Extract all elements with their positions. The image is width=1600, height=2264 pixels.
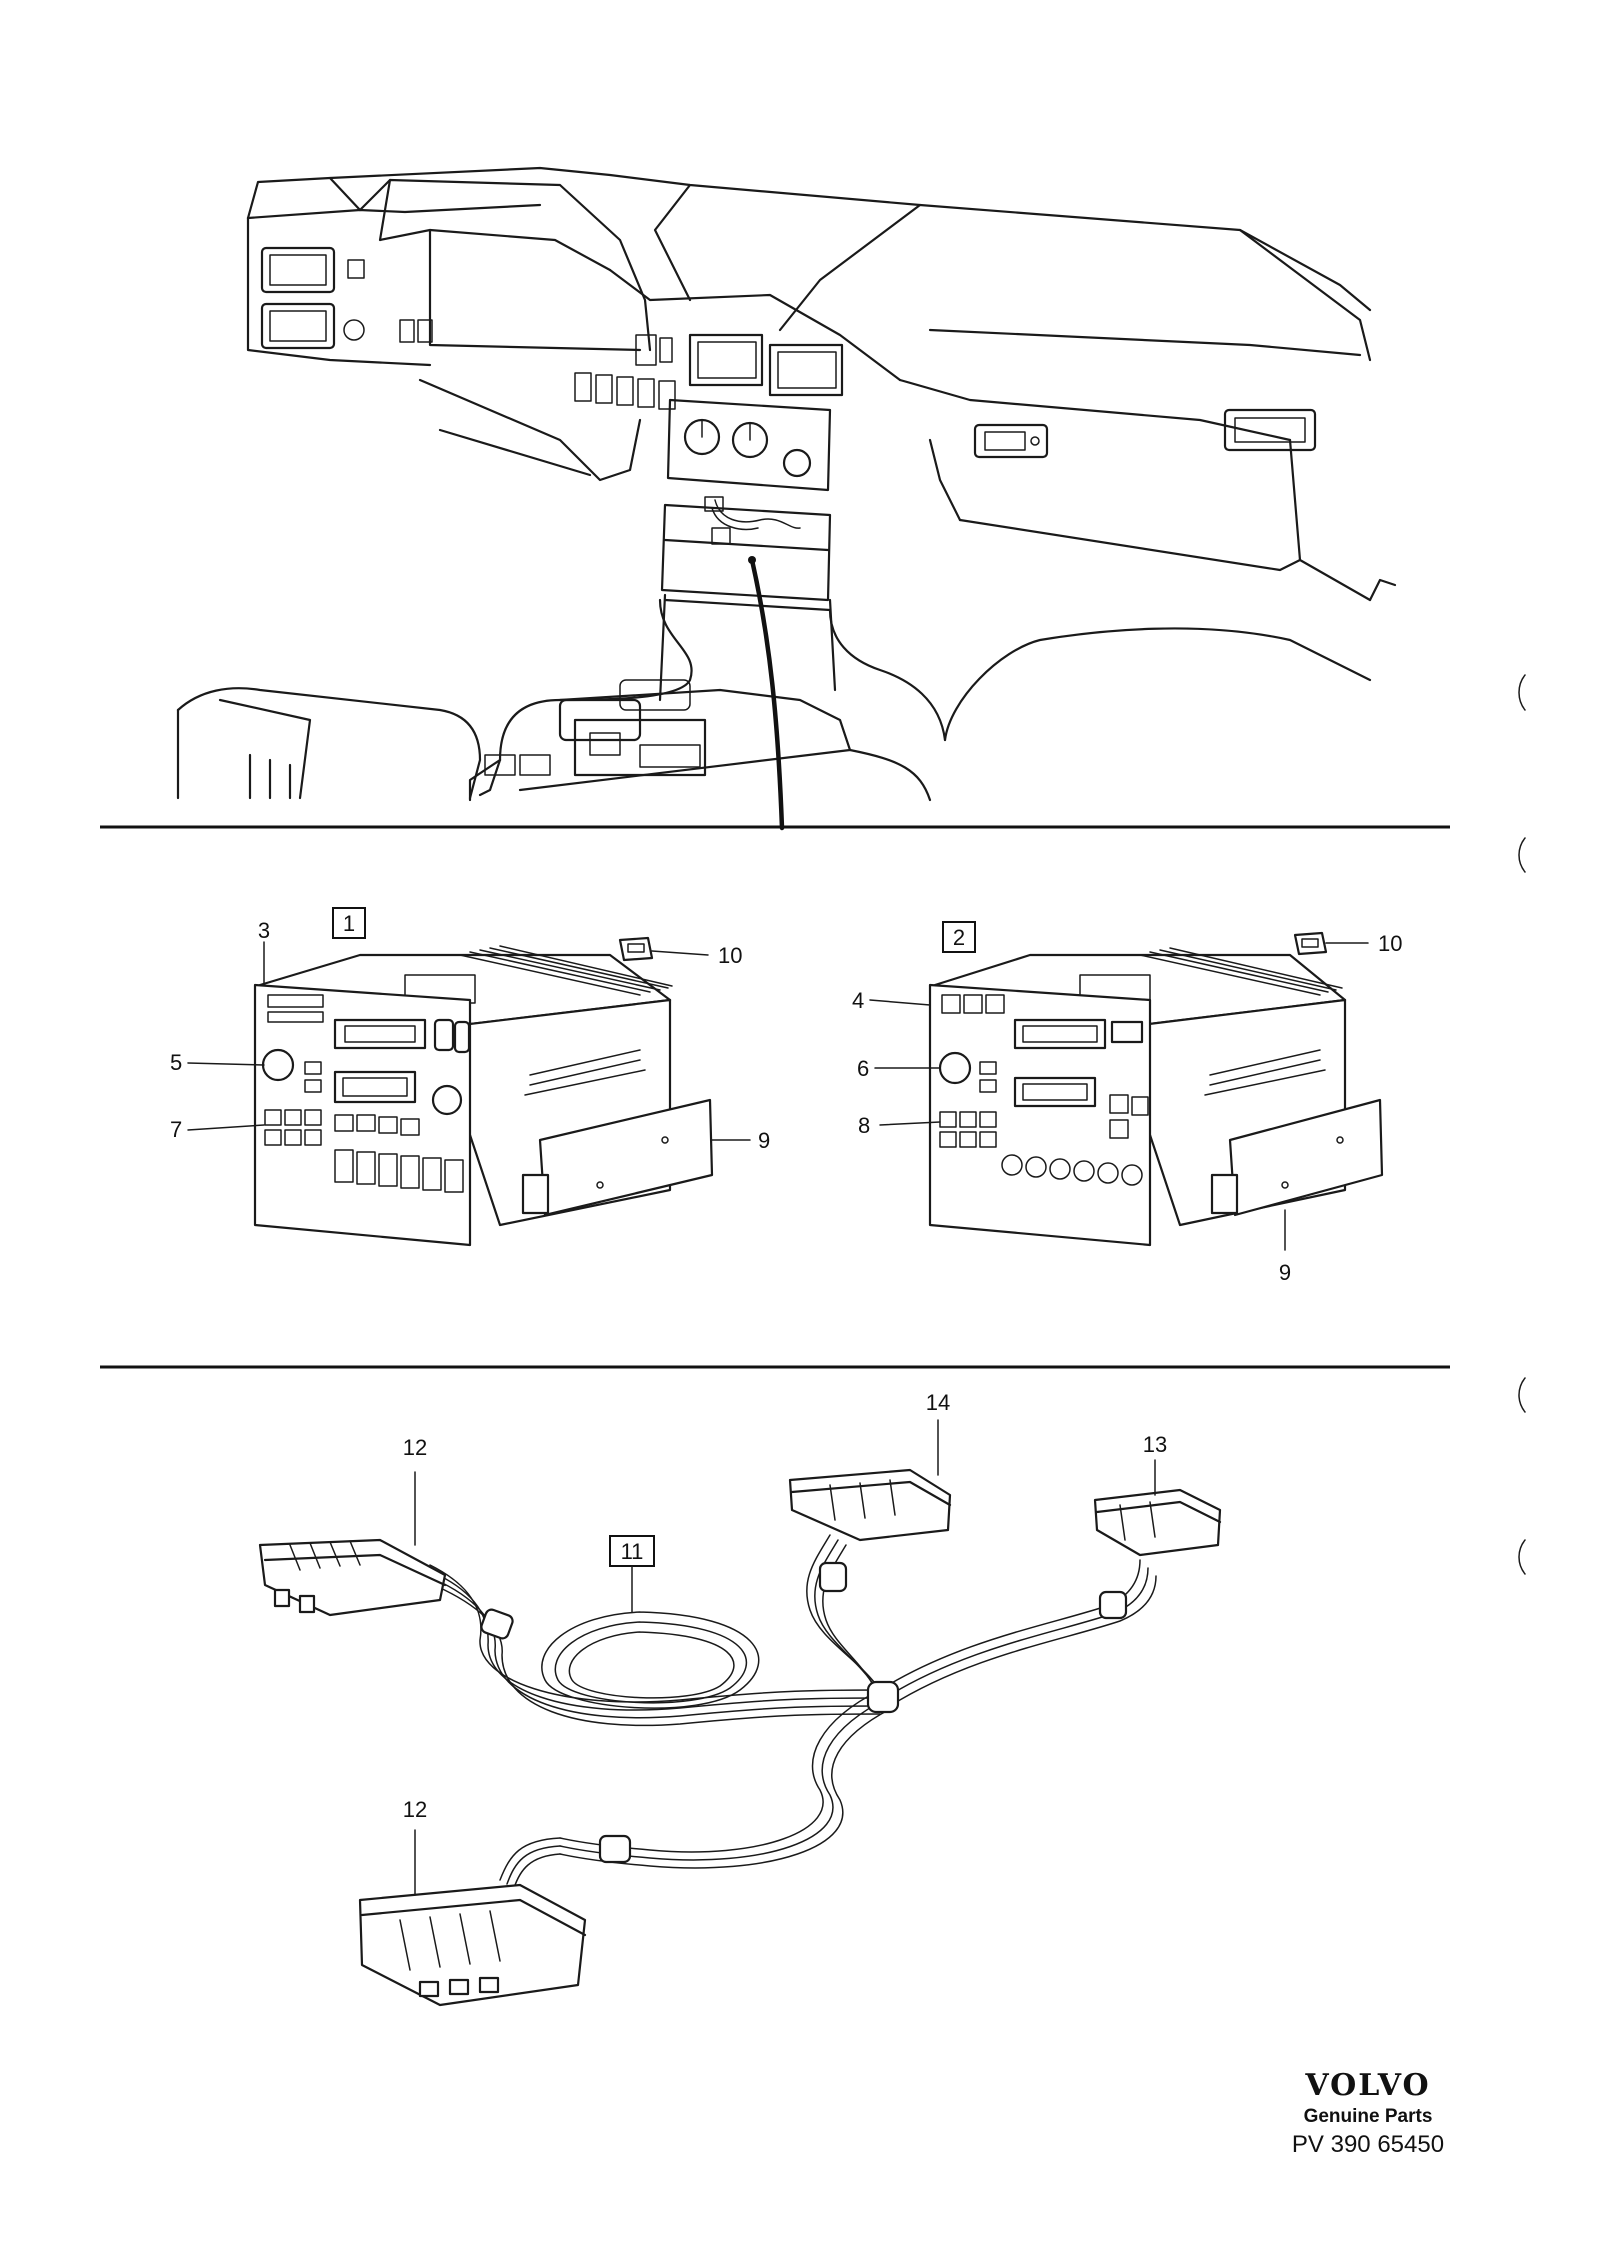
label-part-4: 4 bbox=[852, 988, 864, 1013]
radio-leader-lines bbox=[187, 941, 1369, 1251]
label-part-14: 14 bbox=[926, 1390, 950, 1415]
variant-1-callout: 1 bbox=[332, 907, 366, 939]
variant-1-label: 1 bbox=[343, 911, 355, 936]
margin-marks bbox=[1518, 674, 1526, 1575]
label-part-12-bottom: 12 bbox=[403, 1797, 427, 1822]
radio-unit-1 bbox=[253, 936, 714, 1247]
connector-12-top bbox=[258, 1538, 447, 1617]
label-part-10-right: 10 bbox=[1378, 931, 1402, 956]
label-part-7: 7 bbox=[170, 1117, 182, 1142]
harness-leader-lines bbox=[414, 1419, 1156, 1896]
variant-2-callout: 2 bbox=[942, 921, 976, 953]
connector-12-bottom bbox=[358, 1883, 587, 2007]
wiring-harness bbox=[258, 1468, 1222, 2007]
label-part-9-right: 9 bbox=[1279, 1260, 1291, 1285]
radio-1-buttons bbox=[264, 1109, 464, 1193]
brand-logo: VOLVO bbox=[1304, 2068, 1430, 2103]
label-part-6: 6 bbox=[857, 1056, 869, 1081]
illustration-code: PV 390 65450 bbox=[1292, 2131, 1444, 2158]
radio-unit-2 bbox=[928, 931, 1384, 1247]
radio-2-buttons bbox=[939, 1094, 1149, 1186]
connector-14 bbox=[788, 1468, 952, 1542]
label-part-10-left: 10 bbox=[718, 943, 742, 968]
label-part-13: 13 bbox=[1143, 1432, 1167, 1457]
brand-subtitle: Genuine Parts bbox=[1304, 2106, 1433, 2127]
harness-label: 11 bbox=[621, 1539, 644, 1564]
dashboard-illustration bbox=[176, 166, 1397, 831]
label-part-5: 5 bbox=[170, 1050, 182, 1075]
label-part-8: 8 bbox=[858, 1113, 870, 1138]
footer-block: VOLVO Genuine Parts PV 390 65450 bbox=[1292, 2068, 1444, 2158]
label-part-9-left: 9 bbox=[758, 1128, 770, 1153]
connector-13 bbox=[1093, 1488, 1222, 1557]
switch-row bbox=[574, 372, 676, 410]
variant-2-label: 2 bbox=[953, 925, 965, 950]
label-part-3: 3 bbox=[258, 918, 270, 943]
label-part-12-top: 12 bbox=[403, 1435, 427, 1460]
harness-callout: 11 bbox=[609, 1535, 655, 1613]
